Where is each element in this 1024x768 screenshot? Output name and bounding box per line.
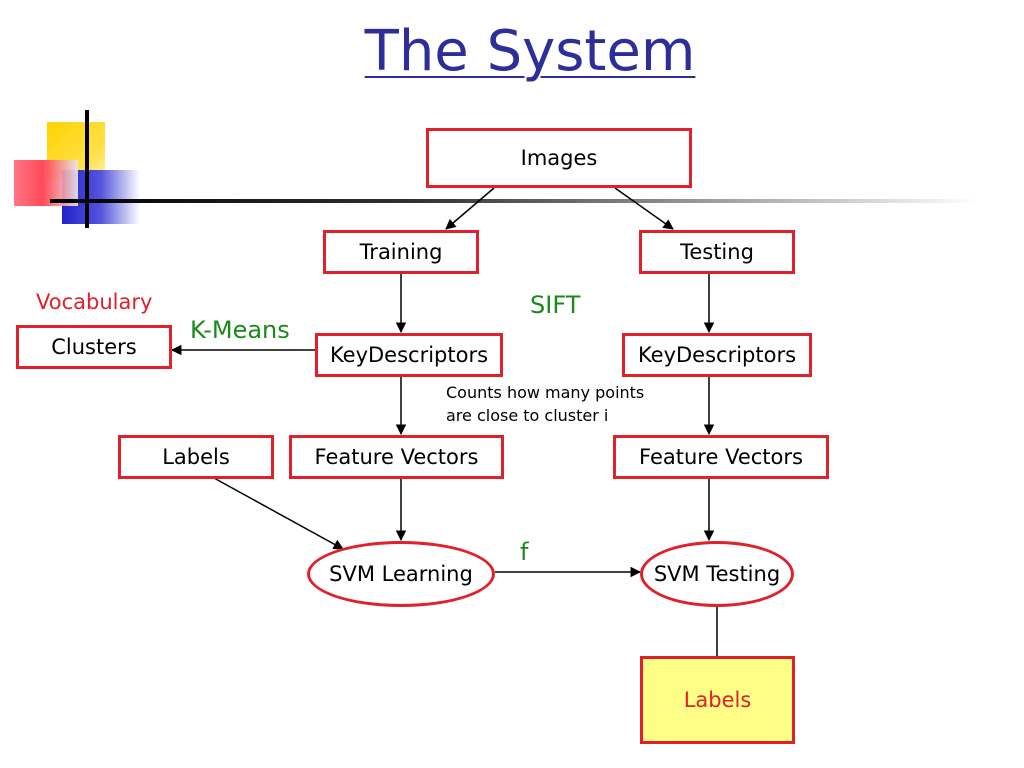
node-feature-vectors-testing: Feature Vectors (613, 435, 829, 479)
counts-note-line2: are close to cluster i (446, 406, 609, 425)
counts-note-line1: Counts how many points (446, 383, 645, 402)
node-images: Images (426, 128, 692, 188)
horizontal-rule (50, 199, 980, 203)
arrow-labels-svm-learning (213, 477, 344, 550)
node-clusters: Clusters (16, 325, 172, 369)
vocabulary-label: Vocabulary (36, 290, 153, 314)
node-labels-input: Labels (118, 435, 274, 479)
node-svm-testing: SVM Testing (640, 541, 794, 607)
node-training: Training (323, 230, 479, 274)
node-keydescriptors-training: KeyDescriptors (315, 333, 503, 377)
node-svm-learning: SVM Learning (307, 541, 495, 607)
vertical-rule (85, 110, 89, 228)
kmeans-label: K-Means (190, 316, 290, 344)
node-testing: Testing (639, 230, 795, 274)
slide-title: The System (364, 19, 696, 84)
f-label: f (520, 538, 529, 566)
sift-label: SIFT (530, 291, 581, 319)
node-feature-vectors-training: Feature Vectors (289, 435, 504, 479)
node-labels-output: Labels (640, 656, 795, 744)
red-square (14, 160, 78, 206)
arrow-images-testing (614, 187, 674, 230)
arrow-images-training (445, 187, 495, 230)
node-keydescriptors-testing: KeyDescriptors (622, 333, 812, 377)
